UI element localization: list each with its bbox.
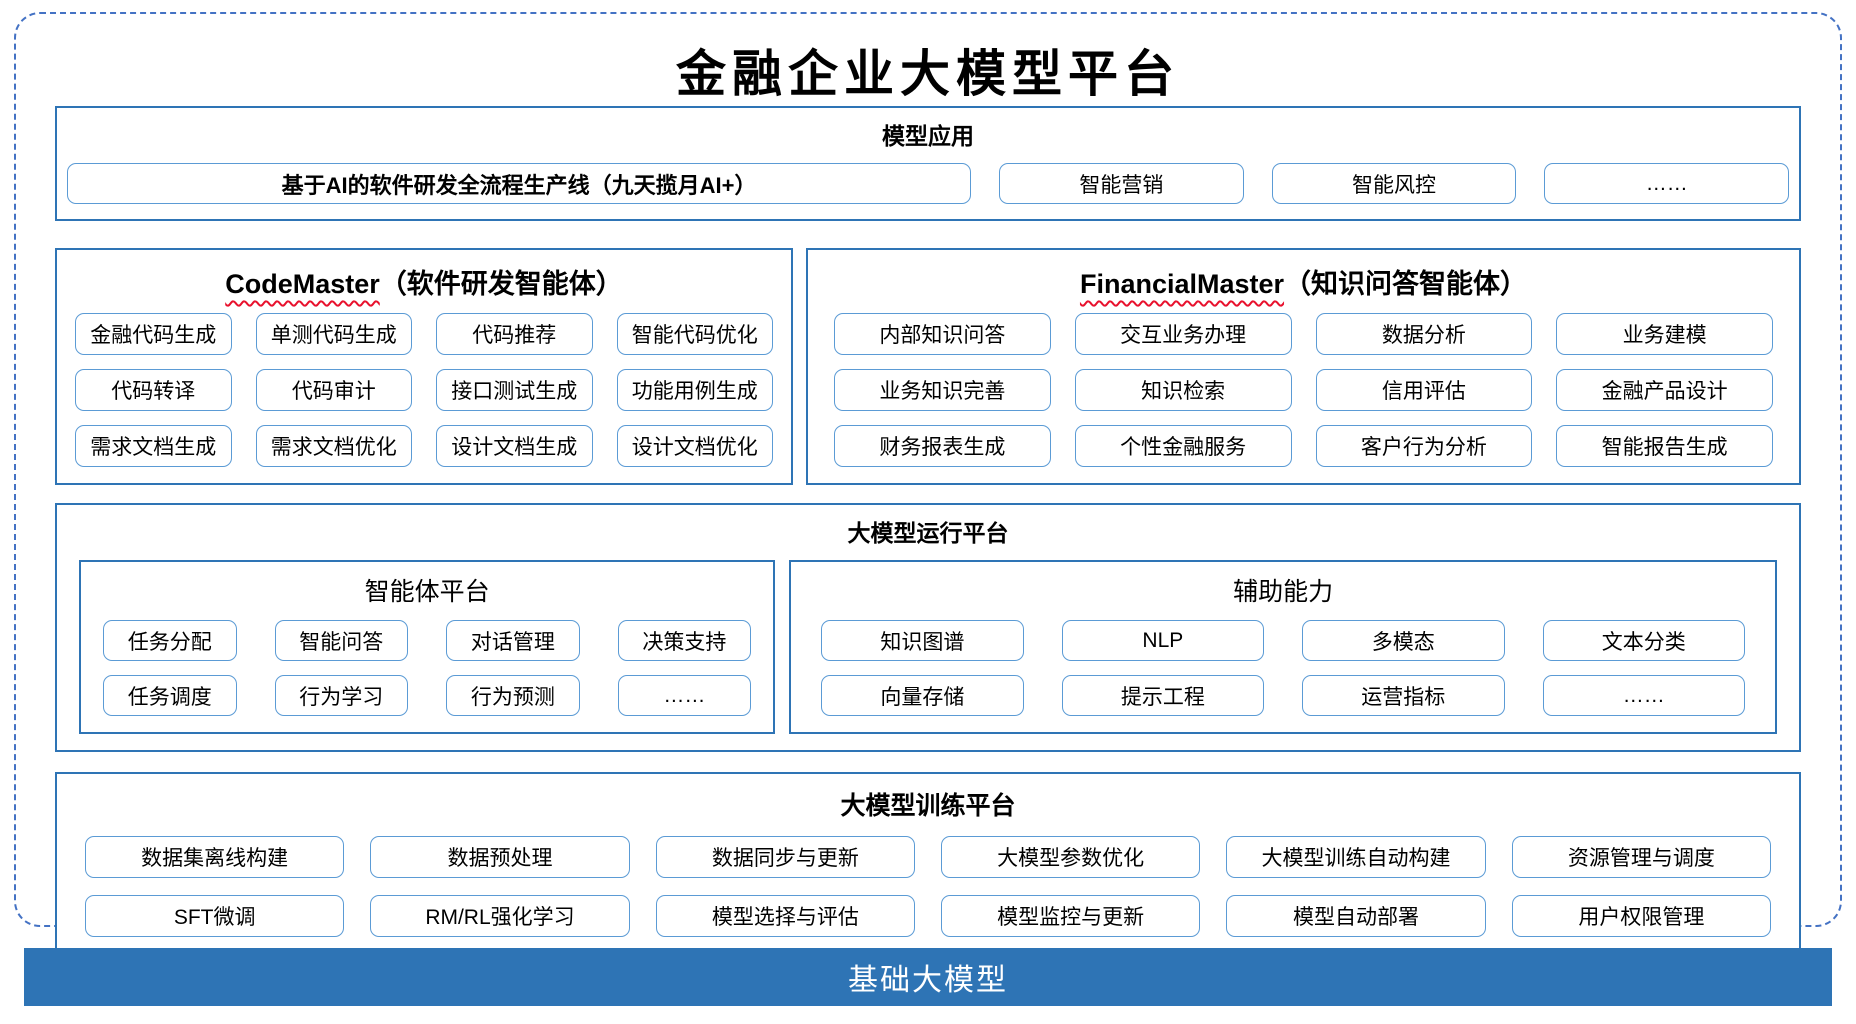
agent-name-suffix: （知识问答智能体）	[1284, 269, 1528, 299]
capability-box: 模型自动部署	[1226, 895, 1486, 937]
capability-box: 智能报告生成	[1556, 425, 1773, 467]
agent-name: CodeMaster	[225, 269, 380, 299]
capability-box: 数据分析	[1315, 313, 1533, 355]
subgroup-agent-platform: 智能体平台 任务分配 智能问答 对话管理 决策支持 任务调度 行为学习 行为预测…	[79, 560, 776, 734]
capability-box: RM/RL强化学习	[370, 895, 630, 937]
model-application-header: 模型应用	[882, 123, 974, 149]
capability-box: 个性金融服务	[1074, 425, 1292, 467]
capability-box: 数据预处理	[370, 836, 630, 878]
capability-box: 客户行为分析	[1315, 425, 1533, 467]
agent-title: CodeMaster（软件研发智能体）	[75, 256, 773, 313]
capability-box: 需求文档生成	[75, 425, 232, 467]
capability-box: 金融代码生成	[75, 313, 232, 355]
runtime-platform-section: 大模型运行平台 智能体平台 任务分配 智能问答 对话管理 决策支持 任务调度 行…	[55, 503, 1801, 752]
agent-name: FinancialMaster	[1079, 269, 1285, 299]
capability-box: 任务调度	[103, 675, 237, 716]
capability-box: 智能风控	[1271, 163, 1517, 204]
capability-box: 提示工程	[1061, 675, 1265, 716]
foundation-model-label: 基础大模型	[848, 964, 1008, 997]
capability-box: 数据同步与更新	[655, 836, 915, 878]
foundation-model-bar: 基础大模型	[24, 948, 1832, 1006]
capability-box: 单测代码生成	[255, 313, 412, 355]
capability-box: 决策支持	[617, 620, 752, 661]
agent-title: FinancialMaster（知识问答智能体）	[834, 256, 1773, 313]
capability-box: 信用评估	[1315, 369, 1533, 411]
capability-box: 向量存储	[821, 675, 1024, 716]
capability-box: ……	[1544, 163, 1790, 204]
capability-box: 多模态	[1302, 620, 1505, 661]
capability-box: 行为预测	[446, 675, 580, 716]
subgroup-grid: 知识图谱 NLP 多模态 文本分类 向量存储 提示工程 运营指标 ……	[821, 620, 1745, 716]
capability-box: ……	[617, 675, 752, 716]
training-platform-section: 大模型训练平台 数据集离线构建 数据预处理 数据同步与更新 大模型参数优化 大模…	[55, 772, 1801, 957]
training-grid: 数据集离线构建 数据预处理 数据同步与更新 大模型参数优化 大模型训练自动构建 …	[85, 836, 1771, 937]
subgroup-title: 辅助能力	[1233, 578, 1334, 606]
capability-box: 知识检索	[1074, 369, 1292, 411]
capability-box: 智能营销	[999, 163, 1244, 204]
capability-box: 大模型参数优化	[941, 836, 1201, 878]
capability-box: 智能问答	[274, 620, 409, 661]
capability-box: 设计文档优化	[616, 425, 773, 467]
capability-box: 行为学习	[274, 675, 409, 716]
capability-box: 金融产品设计	[1556, 369, 1773, 411]
capability-box: 需求文档优化	[255, 425, 412, 467]
capability-box: ……	[1542, 675, 1745, 716]
capability-box: 运营指标	[1302, 675, 1505, 716]
capability-box: SFT微调	[85, 895, 345, 937]
capability-box: 代码转译	[75, 369, 232, 411]
model-application-section: 模型应用 基于AI的软件研发全流程生产线（九天揽月AI+） 智能营销 智能风控 …	[55, 106, 1801, 221]
capability-box: 任务分配	[103, 620, 237, 661]
agent-capability-grid: 内部知识问答 交互业务办理 数据分析 业务建模 业务知识完善 知识检索 信用评估…	[834, 313, 1773, 467]
diagram-content: 金融企业大模型平台 模型应用 基于AI的软件研发全流程生产线（九天揽月AI+） …	[55, 0, 1801, 957]
capability-box: 业务知识完善	[834, 369, 1051, 411]
capability-box: 代码审计	[255, 369, 412, 411]
capability-box: 资源管理与调度	[1511, 836, 1771, 878]
capability-box: 内部知识问答	[834, 313, 1051, 355]
capability-box: 代码推荐	[436, 313, 593, 355]
capability-box: 交互业务办理	[1074, 313, 1292, 355]
capability-box: 功能用例生成	[616, 369, 773, 411]
training-platform-header: 大模型训练平台	[840, 792, 1016, 820]
agent-section-codemaster: CodeMaster（软件研发智能体） 金融代码生成 单测代码生成 代码推荐 智…	[55, 248, 793, 485]
runtime-platform-header: 大模型运行平台	[847, 520, 1009, 546]
agent-name-suffix: （软件研发智能体）	[379, 269, 623, 299]
capability-box: 模型选择与评估	[655, 895, 915, 937]
capability-box: 业务建模	[1556, 313, 1773, 355]
pipeline-box: 基于AI的软件研发全流程生产线（九天揽月AI+）	[67, 163, 972, 204]
agents-row: CodeMaster（软件研发智能体） 金融代码生成 单测代码生成 代码推荐 智…	[55, 248, 1801, 485]
capability-box: 财务报表生成	[834, 425, 1051, 467]
capability-box: 知识图谱	[821, 620, 1024, 661]
subgroup-aux-capability: 辅助能力 知识图谱 NLP 多模态 文本分类 向量存储 提示工程 运营指标 ……	[789, 560, 1777, 734]
capability-box: 智能代码优化	[616, 313, 773, 355]
capability-box: 对话管理	[446, 620, 580, 661]
capability-box: 接口测试生成	[436, 369, 593, 411]
subgroup-grid: 任务分配 智能问答 对话管理 决策支持 任务调度 行为学习 行为预测 ……	[103, 620, 752, 716]
model-application-row: 基于AI的软件研发全流程生产线（九天揽月AI+） 智能营销 智能风控 ……	[57, 155, 1799, 219]
capability-box: 文本分类	[1542, 620, 1745, 661]
capability-box: 模型监控与更新	[941, 895, 1201, 937]
subgroup-title: 智能体平台	[364, 578, 490, 606]
diagram-title: 金融企业大模型平台	[676, 44, 1180, 103]
runtime-groups-row: 智能体平台 任务分配 智能问答 对话管理 决策支持 任务调度 行为学习 行为预测…	[79, 560, 1777, 734]
capability-box: 数据集离线构建	[85, 836, 345, 878]
agent-capability-grid: 金融代码生成 单测代码生成 代码推荐 智能代码优化 代码转译 代码审计 接口测试…	[75, 313, 773, 467]
capability-box: 设计文档生成	[436, 425, 593, 467]
capability-box: NLP	[1061, 620, 1265, 661]
capability-box: 大模型训练自动构建	[1226, 836, 1486, 878]
capability-box: 用户权限管理	[1511, 895, 1771, 937]
agent-section-financialmaster: FinancialMaster（知识问答智能体） 内部知识问答 交互业务办理 数…	[806, 248, 1801, 485]
